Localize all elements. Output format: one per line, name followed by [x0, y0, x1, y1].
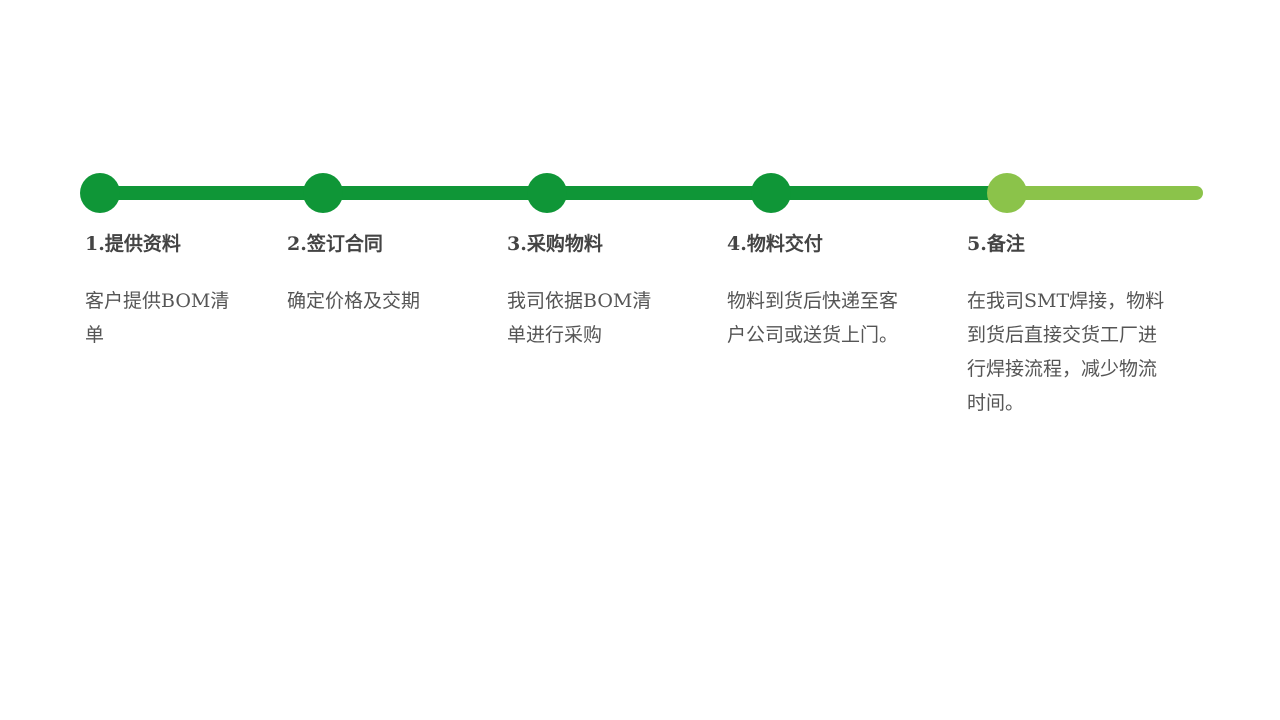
step-1: 1.提供资料 客户提供BOM清单: [85, 228, 235, 352]
step-1-description: 客户提供BOM清单: [85, 290, 230, 346]
step-1-title: 1.提供资料: [85, 233, 181, 255]
step-1-node: [80, 173, 120, 213]
step-3: 3.采购物料 我司依据BOM清单进行采购: [507, 228, 657, 352]
step-2-description: 确定价格及交期: [287, 290, 421, 312]
step-5-description: 在我司SMT焊接，物料到货后直接交货工厂进行焊接流程，减少物流时间。: [967, 290, 1165, 414]
step-3-node: [527, 173, 567, 213]
timeline-track-remaining: [990, 186, 1203, 200]
step-2-node: [303, 173, 343, 213]
step-4-description: 物料到货后快递至客户公司或送货上门。: [727, 290, 899, 346]
step-3-description: 我司依据BOM清单进行采购: [507, 290, 652, 346]
step-5-title: 5.备注: [967, 233, 1025, 255]
step-4-title: 4.物料交付: [727, 233, 823, 255]
step-2-title: 2.签订合同: [287, 233, 383, 255]
step-4-node: [751, 173, 791, 213]
step-5: 5.备注 在我司SMT焊接，物料到货后直接交货工厂进行焊接流程，减少物流时间。: [967, 228, 1172, 420]
step-5-node: [987, 173, 1027, 213]
step-2: 2.签订合同 确定价格及交期: [287, 228, 457, 318]
step-3-title: 3.采购物料: [507, 233, 603, 255]
step-4: 4.物料交付 物料到货后快递至客户公司或送货上门。: [727, 228, 907, 352]
